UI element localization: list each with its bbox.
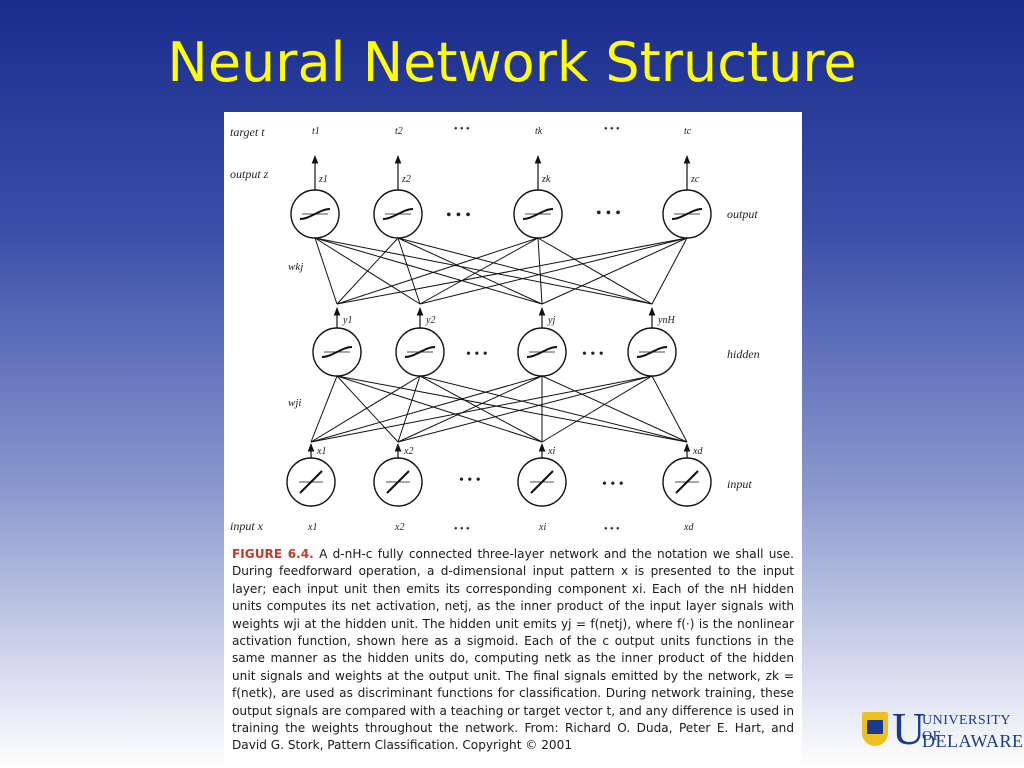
linear-curve <box>530 470 554 494</box>
layer-label-input: input <box>727 477 752 491</box>
input-unit-label: xi <box>547 446 555 457</box>
connection-line-wkj <box>397 237 653 305</box>
connection-line-wkj <box>314 237 543 305</box>
target-label: tk <box>535 126 543 137</box>
connection-line-wji <box>310 375 543 443</box>
connection-line-wkj <box>541 237 688 305</box>
sigmoid-curve <box>321 346 353 358</box>
connection-line-wkj <box>336 237 539 305</box>
ellipsis-target-1: • • • <box>454 124 470 135</box>
linear-curve <box>299 470 323 494</box>
output-label: zk <box>541 174 551 185</box>
ellipsis-bottom-1: • • • <box>454 524 470 535</box>
sigmoid-curve <box>526 346 558 358</box>
ellipsis-input-1: • • • <box>459 473 481 488</box>
sigmoid-curve <box>299 208 331 220</box>
ellipsis-output-2: • • • <box>596 205 621 222</box>
figure-panel: z1 t1 z2 t2 zk tk zc tc y1 y2 yj ynH x1 x1 x2 x2 xi xi xd x… <box>224 112 802 768</box>
connection-line-wkj <box>336 237 688 305</box>
ellipsis-bottom-2: • • • <box>604 524 620 535</box>
figure-caption: FIGURE 6.4. A d-nH-c fully connected thr… <box>232 546 794 755</box>
network-diagram: z1 t1 z2 t2 zk tk zc tc y1 y2 yj ynH x1 x1 x2 x2 xi xi xd x… <box>230 124 760 535</box>
connection-lines <box>307 155 691 458</box>
connection-line-wji <box>541 375 653 443</box>
hidden-label: y2 <box>425 315 435 326</box>
target-label: t2 <box>395 126 403 137</box>
output-label: zc <box>690 174 700 185</box>
layer-label-output: output <box>727 207 758 221</box>
input-unit-label: x1 <box>316 446 326 457</box>
connection-line-wji <box>310 375 653 443</box>
target-label: t1 <box>312 126 320 137</box>
network-units: z1 t1 z2 t2 zk tk zc tc y1 y2 yj ynH x1 x1 x2 x2 xi xi xd x… <box>286 126 712 533</box>
row-label-input-x: input x <box>230 519 264 533</box>
weight-label-wkj: wkj <box>288 261 303 273</box>
connection-line-wji <box>336 375 543 443</box>
connection-line-wkj <box>651 237 688 305</box>
connection-line-wji <box>336 375 399 443</box>
connection-line-wji <box>310 375 421 443</box>
input-bottom-label: xd <box>683 522 694 533</box>
connection-line-wkj <box>314 237 338 305</box>
output-label: z1 <box>318 174 328 185</box>
connection-line-wkj <box>314 237 653 305</box>
input-unit-label: xd <box>692 446 703 457</box>
connection-line-wkj <box>397 237 543 305</box>
ellipsis-hidden-1: • • • <box>466 347 488 362</box>
connection-line-wkj <box>419 237 539 305</box>
shield-icon <box>862 712 888 746</box>
input-unit-label: x2 <box>403 446 413 457</box>
connection-line-wji <box>397 375 421 443</box>
input-bottom-label: x1 <box>307 522 317 533</box>
slide-title: Neural Network Structure <box>167 31 857 94</box>
hidden-label: yj <box>547 315 555 326</box>
input-bottom-label: x2 <box>394 522 404 533</box>
input-bottom-label: xi <box>538 522 546 533</box>
linear-curve <box>675 470 699 494</box>
weight-label-wji: wji <box>288 397 301 409</box>
sigmoid-curve <box>404 346 436 358</box>
sigmoid-curve <box>382 208 414 220</box>
connection-line-wkj <box>336 237 399 305</box>
ellipsis-input-2: • • • <box>602 477 624 492</box>
connection-line-wji <box>397 375 543 443</box>
connection-line-wji <box>419 375 688 443</box>
sigmoid-curve <box>636 346 668 358</box>
logo-initial: U <box>892 703 926 754</box>
ellipsis-target-2: • • • <box>604 124 620 135</box>
hidden-label: y1 <box>342 315 352 326</box>
row-label-target: target t <box>230 125 265 139</box>
row-label-output-z: output z <box>230 167 269 181</box>
logo-line-delaware: DELAWARE <box>922 731 1024 751</box>
output-label: z2 <box>401 174 411 185</box>
sigmoid-curve <box>522 208 554 220</box>
ellipsis-output-1: • • • <box>446 207 471 224</box>
logo-line-university: UNIVERSITY OF <box>922 713 1011 744</box>
connection-line-wkj <box>537 237 653 305</box>
connection-line-wji <box>310 375 338 443</box>
connection-line-wji <box>336 375 688 443</box>
connection-line-wkj <box>397 237 421 305</box>
connection-line-wkj <box>537 237 543 305</box>
sigmoid-curve <box>671 208 703 220</box>
connection-line-wji <box>541 375 688 443</box>
caption-label: FIGURE 6.4. <box>232 547 314 561</box>
diagram-labels: target t output z input x output hidden … <box>230 124 760 535</box>
university-logo: U UNIVERSITY OF DELAWARE <box>862 706 1023 756</box>
caption-text: A d-nH-c fully connected three-layer net… <box>232 547 794 753</box>
ellipsis-hidden-2: • • • <box>582 347 604 362</box>
connection-line-wkj <box>419 237 688 305</box>
connection-line-wji <box>651 375 688 443</box>
target-label: tc <box>684 126 692 137</box>
layer-label-hidden: hidden <box>727 347 760 361</box>
linear-curve <box>386 470 410 494</box>
connection-line-wji <box>397 375 653 443</box>
hidden-label: ynH <box>657 315 675 326</box>
